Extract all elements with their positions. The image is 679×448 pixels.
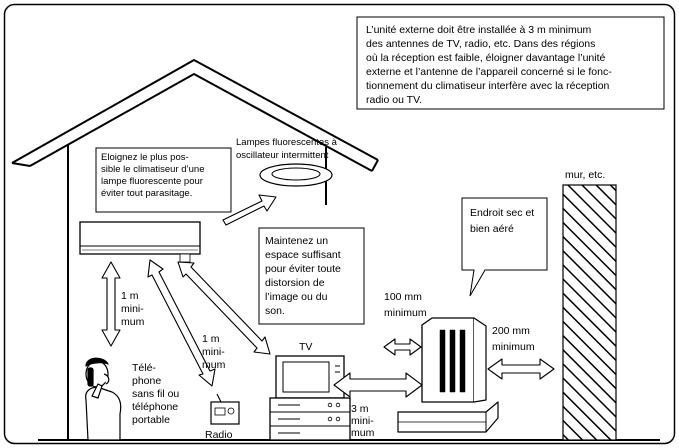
spacing-note-line-4: distorsion de [265,277,325,289]
tv-distance-arrow [177,261,271,355]
phone-label-line-2: phone [132,375,161,387]
notice-line-1: L’unité externe doit être installée à 3 … [366,24,592,36]
phone-label-line-4: téléphone [132,401,178,413]
phone-person-icon [85,357,122,441]
indoor-unit-icon [79,221,201,263]
side-clearance-arrow [487,358,555,380]
fluorescent-note-box: Eloignez le plus pos- sible le climatise… [95,147,232,213]
fluorescent-lamp-icon [259,163,333,187]
notice-line-2: des antennes de TV, radio, etc. Dans des… [366,38,595,50]
dist-top-line-1: 100 mm [384,291,422,303]
dist-radio-line-3: mum [202,359,226,371]
dist-top-line-2: minimum [384,307,427,319]
lamp-distance-arrow [222,194,277,226]
spacing-note-line-1: Maintenez un [265,235,328,247]
outdoor-unit-icon [397,317,499,433]
spacing-note-box: Maintenez un espace suffisant pour évite… [258,227,365,325]
dist-side-line-2: minimum [492,341,535,353]
phone-distance-arrow [101,261,121,347]
radio-icon [210,393,240,425]
wall-hatched [562,184,617,441]
phone-label-line-5: portable [132,414,170,426]
dry-place-note-box: Endroit sec et bien aéré [461,197,548,297]
tv-label: TV [299,341,312,353]
notice-box: L’unité externe doit être installée à 3 … [356,16,665,110]
notice-line-3: où la réception est faible, éloigner dav… [366,52,605,64]
dry-note-line-1: Endroit sec et [470,207,534,219]
diagram-frame [3,3,676,445]
tv-outdoor-distance-arrow [333,372,423,398]
dry-note-line-2: bien aéré [470,223,514,235]
notice-line-6: radio ou TV. [366,94,422,106]
notice-line-4: externe et l’antenne de l’appareil conce… [366,66,612,78]
dist-tv-outdoor-line-1: 3 m [351,403,369,415]
radio-label: Radio [205,429,233,441]
spacing-note-line-5: l’image ou du [265,291,328,303]
dist-phone-line-1: 1 m [121,290,139,302]
spacing-note-line-6: son. [265,305,285,317]
radio-distance-arrow [147,259,216,387]
dist-tv-outdoor-line-2: mini- [351,415,374,427]
top-clearance-arrow [383,338,422,356]
fluorescent-note-line-4: éviter tout parasitage. [101,188,192,199]
wall-label: mur, etc. [565,169,605,181]
dist-side-line-1: 200 mm [492,325,530,337]
spacing-note-line-2: espace suffisant [265,249,341,261]
lamp-label-line-2: oscillateur intermittent [236,150,329,161]
dist-phone-line-3: mum [121,316,145,328]
spacing-note-line-3: pour éviter toute [265,263,341,275]
dist-radio-line-2: mini- [202,346,225,358]
dist-radio-line-1: 1 m [202,333,220,345]
phone-label-line-3: sans fil ou [132,388,179,400]
dist-phone-line-2: mini- [121,303,144,315]
tv-icon [269,355,351,441]
phone-label-line-1: Télé- [132,362,156,374]
dist-tv-outdoor-line-3: mum [351,427,375,439]
lamp-label-line-1: Lampes fluorescentes à [236,137,338,148]
fluorescent-note-line-3: lampe fluorescente pour [101,176,203,187]
notice-line-5: tionnement du climatiseur interfère avec… [366,80,610,92]
fluorescent-note-line-1: Eloignez le plus pos- [101,152,189,163]
fluorescent-note-line-2: sible le climatiseur d’une [101,164,205,175]
